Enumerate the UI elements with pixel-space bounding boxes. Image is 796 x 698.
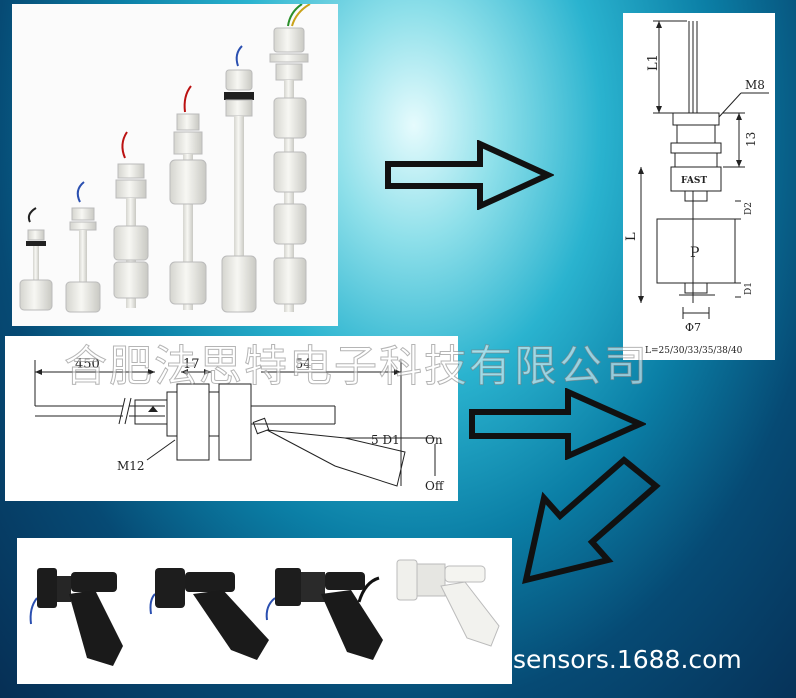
float-sensor-3 (113, 131, 149, 308)
float-sensor-6 (269, 4, 311, 312)
label-D1: D1 (744, 282, 754, 295)
arrow-right-middle-icon (469, 388, 646, 460)
horizontal-sensor-drawing: 450 17 54 M12 5 D1 On Off (5, 336, 458, 501)
horizontal-sensors-photo (17, 538, 512, 684)
label-17: 17 (183, 357, 200, 372)
label-L1: L1 (646, 54, 661, 71)
label-on: On (425, 433, 443, 447)
side-mount-sensor-2 (149, 568, 269, 660)
vertical-sensors-photo (12, 4, 338, 326)
float-sensor-5 (221, 45, 257, 313)
label-M8: M8 (745, 78, 765, 92)
side-mount-sensor-3 (265, 568, 383, 660)
label-13: 13 (744, 132, 758, 147)
arrow-right-top-icon (385, 140, 554, 210)
label-P: P (690, 245, 699, 261)
label-L: L (624, 232, 639, 241)
vertical-drawing-svg: L1 M8 13 FAST D2 L P D1 Φ7 L=25/30/33/35… (624, 20, 769, 356)
vertical-sensor-drawing: L1 M8 13 FAST D2 L P D1 Φ7 L=25/30/33/35… (623, 13, 775, 360)
vertical-sensors-illustration (19, 4, 311, 313)
label-M12: M12 (117, 459, 145, 473)
float-sensor-2 (65, 181, 101, 313)
side-mount-sensor-4 (357, 559, 500, 647)
label-54: 54 (295, 357, 312, 372)
label-D2: D2 (744, 202, 754, 215)
site-url: sensors.1688.com (513, 645, 742, 674)
label-lengths: L=25/30/33/35/38/40 (645, 346, 743, 356)
company-watermark: 合肥法思特电子科技有限公司 (64, 342, 649, 393)
arrow-down-left-icon (522, 456, 661, 585)
float-sensor-4 (169, 85, 207, 310)
label-phi7: Φ7 (685, 321, 701, 334)
float-sensor-1 (19, 207, 53, 311)
label-450: 450 (75, 357, 100, 372)
side-mount-sensor-1 (29, 568, 123, 666)
label-5D1: 5 D1 (371, 433, 400, 447)
label-FAST: FAST (681, 176, 707, 186)
horizontal-sensors-illustration (29, 559, 500, 666)
horizontal-drawing-svg: 450 17 54 M12 5 D1 On Off (34, 357, 445, 493)
label-off: Off (425, 479, 445, 493)
